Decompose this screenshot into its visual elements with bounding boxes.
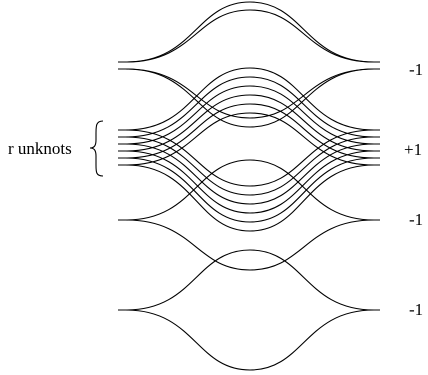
unknots-label: r unknots — [8, 139, 72, 158]
strand — [118, 159, 380, 221]
framing-label-3: -1 — [409, 210, 423, 229]
strand — [118, 157, 380, 223]
strand — [118, 309, 380, 371]
strand — [118, 67, 380, 131]
strand — [118, 76, 380, 138]
strand — [118, 129, 380, 187]
strand — [118, 68, 380, 128]
strand — [118, 164, 380, 232]
strand — [118, 1, 380, 63]
framing-label-1: -1 — [409, 60, 423, 79]
component-r-unknots — [118, 67, 380, 232]
strand — [118, 112, 380, 166]
strand — [118, 94, 380, 152]
strand — [118, 249, 380, 311]
strand — [118, 150, 380, 214]
strand — [118, 103, 380, 159]
framing-label-4: -1 — [409, 300, 423, 319]
strand — [118, 136, 380, 196]
strand — [118, 85, 380, 145]
component-third — [118, 159, 380, 271]
brace-icon — [89, 120, 104, 177]
strand — [118, 68, 380, 119]
component-bottom — [118, 249, 380, 371]
component-top — [118, 1, 380, 128]
strand — [118, 219, 380, 271]
framing-label-2: +1 — [404, 140, 422, 159]
strand — [118, 143, 380, 205]
strand — [118, 9, 380, 63]
